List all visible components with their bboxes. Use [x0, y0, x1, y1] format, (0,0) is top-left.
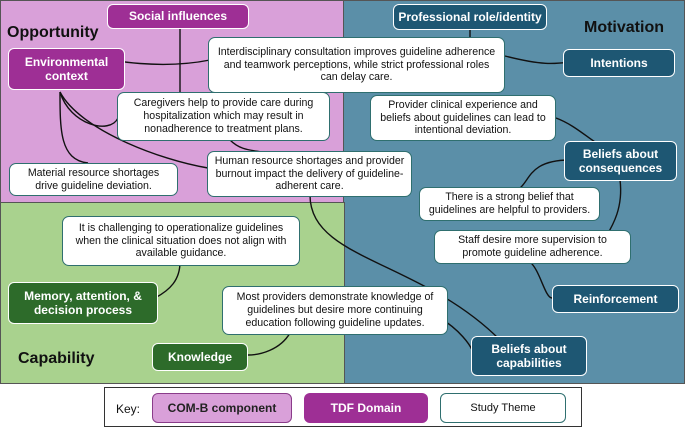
theme-material-shortages: Material resource shortages drive guidel…: [9, 163, 178, 196]
theme-supervision: Staff desire more supervision to promote…: [434, 230, 631, 264]
theme-knowledge: Most providers demonstrate knowledge of …: [222, 286, 448, 335]
tdf-beliefs-capabilities: Beliefs about capabilities: [471, 336, 587, 376]
legend-study-theme: Study Theme: [440, 393, 566, 423]
legend-key-label: Key:: [116, 402, 141, 416]
legend-comb-component: COM-B component: [152, 393, 292, 423]
tdf-social-influences: Social influences: [107, 4, 249, 29]
tdf-environmental-context: Environmental context: [8, 48, 125, 90]
capability-title: Capability: [18, 350, 95, 367]
tdf-reinforcement: Reinforcement: [552, 285, 679, 313]
motivation-title: Motivation: [584, 19, 664, 36]
theme-operationalize: It is challenging to operationalize guid…: [62, 216, 300, 266]
theme-caregivers: Caregivers help to provide care during h…: [117, 92, 330, 141]
theme-human-resource: Human resource shortages and provider bu…: [207, 151, 412, 197]
tdf-memory: Memory, attention, & decision process: [8, 282, 158, 324]
theme-interdisciplinary: Interdisciplinary consultation improves …: [208, 37, 505, 93]
opportunity-title: Opportunity: [7, 24, 99, 41]
tdf-intentions: Intentions: [563, 49, 675, 77]
tdf-professional-role: Professional role/identity: [393, 4, 547, 30]
theme-strong-belief: There is a strong belief that guidelines…: [419, 187, 600, 221]
legend-tdf-domain: TDF Domain: [304, 393, 428, 423]
tdf-knowledge: Knowledge: [152, 343, 248, 371]
tdf-beliefs-consequences: Beliefs about consequences: [564, 141, 677, 181]
theme-provider-experience: Provider clinical experience and beliefs…: [370, 95, 556, 141]
